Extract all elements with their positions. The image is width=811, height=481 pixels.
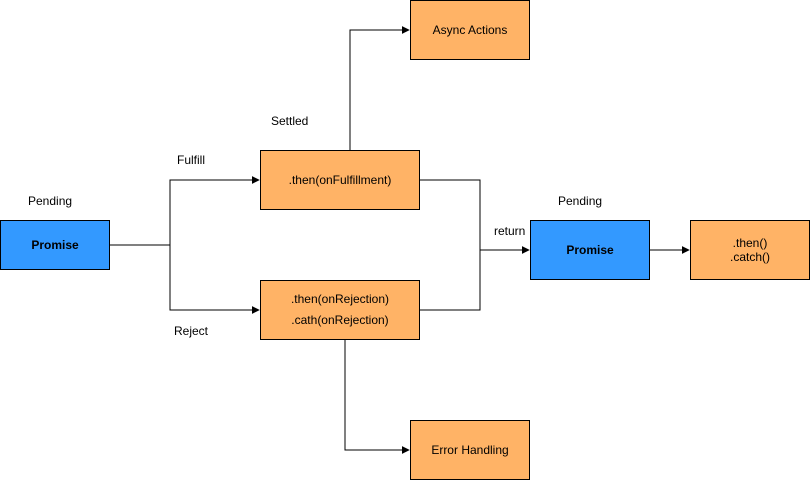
then-rejection-text-line2: .cath(onRejection): [291, 313, 389, 327]
pending-returned-label: Pending: [558, 194, 603, 208]
async-actions-node: Async Actions: [410, 0, 530, 60]
settled-label: Settled: [271, 114, 309, 128]
then-catch-text-line1: .then(): [732, 236, 768, 250]
promise-returned-node: Promise: [530, 220, 650, 280]
edge-reject: [169, 245, 260, 314]
then-catch-node: .then() .catch(): [690, 220, 810, 280]
promise-returned-text: Promise: [566, 242, 614, 257]
fulfill-label: Fulfill: [177, 153, 206, 167]
promise-start-node: Promise: [0, 220, 110, 270]
edge-async-actions: [349, 26, 410, 150]
error-handling-node: Error Handling: [410, 420, 530, 480]
then-fulfillment-text: .then(onFulfillment): [288, 172, 392, 187]
return-label: return: [494, 224, 526, 238]
promise-start-text: Promise: [31, 237, 79, 252]
edge-return-rejection: [420, 250, 481, 311]
error-handling-text: Error Handling: [431, 442, 509, 457]
edge-return-fulfillment: [420, 179, 530, 254]
pending-start-label: Pending: [28, 194, 73, 208]
then-fulfillment-node: .then(onFulfillment): [260, 150, 420, 210]
then-rejection-node: .then(onRejection) .cath(onRejection): [260, 280, 420, 340]
then-rejection-text-line1: .then(onRejection): [290, 292, 390, 306]
async-actions-text: Async Actions: [432, 22, 508, 37]
edge-error-handling: [344, 340, 410, 454]
then-catch-text-line2: .catch(): [729, 250, 770, 264]
reject-label: Reject: [174, 324, 209, 338]
edge-fulfill: [110, 176, 260, 246]
